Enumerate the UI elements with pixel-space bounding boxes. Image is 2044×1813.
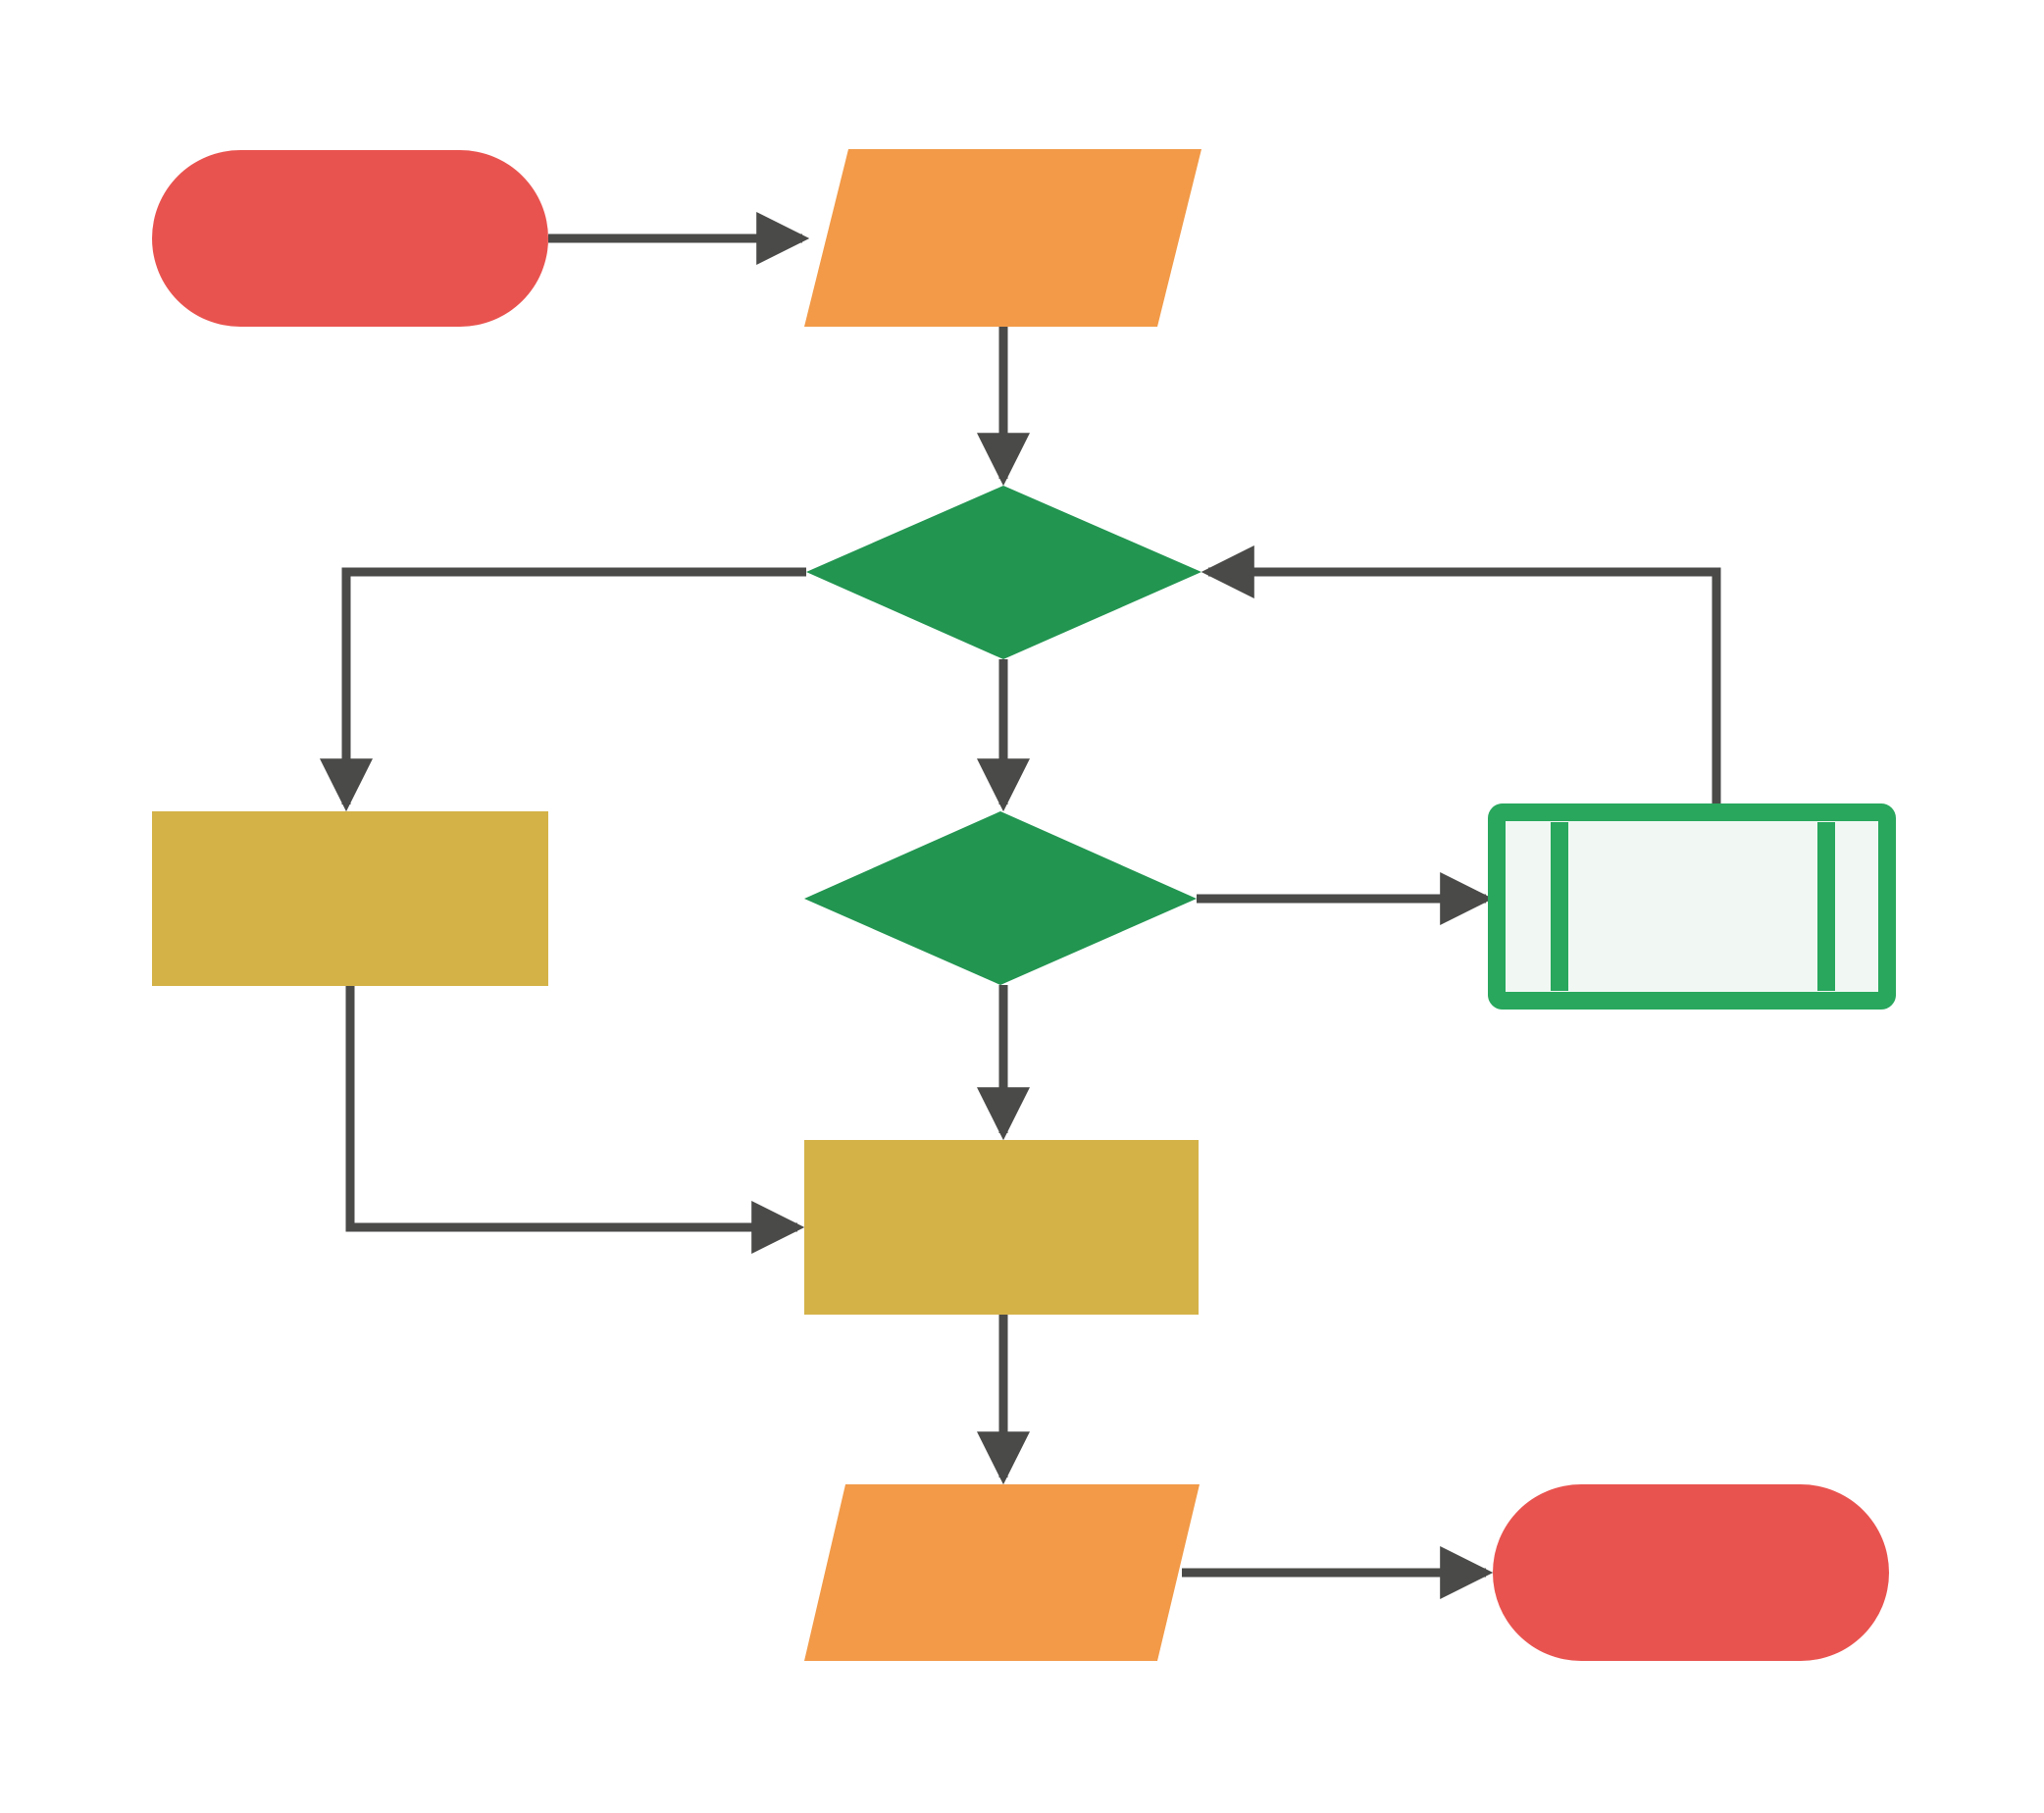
subroutine-shape[interactable] bbox=[1488, 803, 1896, 1010]
input-shape[interactable] bbox=[804, 149, 1201, 327]
start-shape[interactable] bbox=[152, 150, 548, 327]
output-shape[interactable] bbox=[804, 1484, 1200, 1661]
node-layer bbox=[152, 149, 1896, 1661]
node-decision-2[interactable] bbox=[804, 811, 1197, 985]
decision-1-shape[interactable] bbox=[806, 486, 1201, 659]
node-process-left[interactable] bbox=[152, 811, 548, 986]
edge-process-left-to-process-center bbox=[345, 986, 805, 1254]
process-center-shape[interactable] bbox=[804, 1140, 1199, 1315]
node-input[interactable] bbox=[804, 149, 1201, 327]
end-shape[interactable] bbox=[1493, 1484, 1889, 1661]
edge-subroutine-to-decision-1 bbox=[1201, 545, 1721, 808]
node-start[interactable] bbox=[152, 150, 548, 327]
node-decision-1[interactable] bbox=[806, 486, 1201, 659]
edge-layer bbox=[320, 212, 1721, 1599]
node-end[interactable] bbox=[1493, 1484, 1889, 1661]
node-subroutine[interactable] bbox=[1488, 803, 1896, 1010]
node-process-center[interactable] bbox=[804, 1140, 1199, 1315]
process-left-shape[interactable] bbox=[152, 811, 548, 986]
edge-decision-1-to-process-left bbox=[320, 567, 806, 812]
node-output[interactable] bbox=[804, 1484, 1200, 1661]
decision-2-shape[interactable] bbox=[804, 811, 1197, 985]
